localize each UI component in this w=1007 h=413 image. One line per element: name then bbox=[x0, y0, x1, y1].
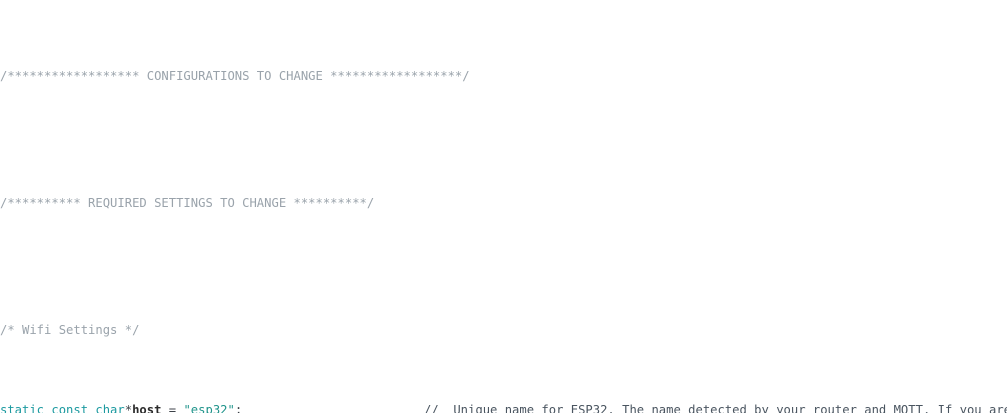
trailing-comment-host: // Unique name for ESP32. The name detec… bbox=[424, 402, 1007, 413]
code-line-blank bbox=[0, 116, 1007, 132]
keyword-static-const-char: static const char bbox=[0, 402, 125, 413]
code-line-banner-main: /****************** CONFIGURATIONS TO CH… bbox=[0, 69, 1007, 85]
code-line-blank bbox=[0, 244, 1007, 260]
assign-operator: = bbox=[161, 402, 184, 413]
code-content[interactable]: /****************** CONFIGURATIONS TO CH… bbox=[0, 5, 1007, 413]
identifier-host: host bbox=[132, 402, 162, 413]
code-line-banner-required: /********** REQUIRED SETTINGS TO CHANGE … bbox=[0, 196, 1007, 212]
code-line-wifi-header: /* Wifi Settings */ bbox=[0, 323, 1007, 339]
pointer-star: * bbox=[124, 402, 133, 413]
comment-banner-required-settings: /********** REQUIRED SETTINGS TO CHANGE … bbox=[0, 195, 375, 210]
semicolon: ; bbox=[234, 402, 243, 413]
comment-wifi-settings: /* Wifi Settings */ bbox=[0, 323, 140, 338]
string-host-value: "esp32" bbox=[183, 402, 235, 413]
comment-banner-configurations: /****************** CONFIGURATIONS TO CH… bbox=[0, 68, 470, 83]
code-line-wifi-host: static const char*host = "esp32"; // Uniq… bbox=[0, 403, 1007, 413]
